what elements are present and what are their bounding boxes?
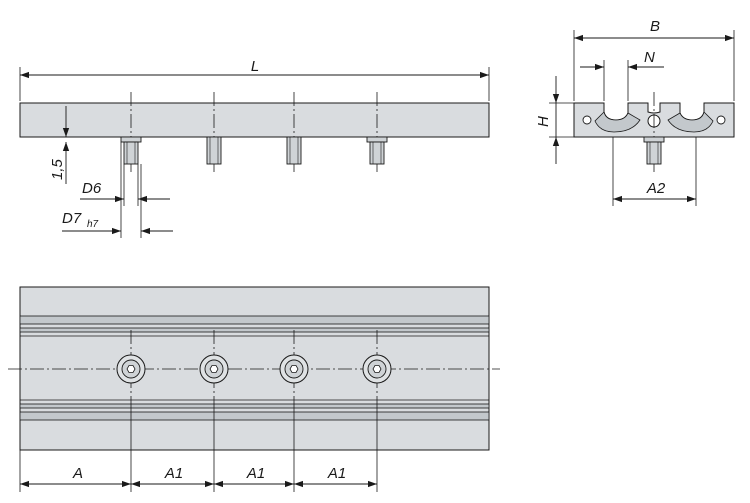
- screw: [120, 136, 142, 165]
- counterbore-hole: [199, 354, 229, 384]
- slot-edge-upper: [19, 327, 490, 333]
- label-A1: A1: [327, 465, 346, 482]
- counterbore-hole: [116, 354, 146, 384]
- slot-edge-lower: [19, 403, 490, 409]
- slot-band-lower: [19, 411, 490, 421]
- label-L: L: [251, 58, 259, 75]
- top-view: A A1 A1 A1: [8, 286, 500, 492]
- label-D6: D6: [82, 180, 102, 197]
- label-B: B: [650, 18, 660, 35]
- section-view: B N H A2: [535, 18, 735, 206]
- rail-top-body: [19, 286, 490, 451]
- screw: [366, 136, 388, 165]
- t-slot-left: [594, 111, 641, 133]
- label-H: H: [535, 116, 552, 127]
- label-D7: D7: [62, 210, 82, 227]
- slot-band-upper: [19, 315, 490, 325]
- screw: [643, 136, 665, 165]
- counterbore-hole: [279, 354, 309, 384]
- screw: [206, 136, 222, 165]
- label-A1: A1: [246, 465, 265, 482]
- label-A2: A2: [646, 180, 666, 197]
- label-A1: A1: [164, 465, 183, 482]
- screw: [286, 136, 302, 165]
- bolt-hole-right: [716, 115, 726, 125]
- side-view: L 1,5 D6 D7 h7: [19, 58, 490, 238]
- label-h7: h7: [87, 219, 99, 230]
- label-N: N: [644, 49, 655, 66]
- rail-side-body: [19, 102, 490, 138]
- bolt-hole-left: [582, 115, 592, 125]
- label-A: A: [72, 465, 83, 482]
- t-slot-right: [667, 111, 714, 133]
- label-1-5: 1,5: [49, 158, 66, 180]
- counterbore-hole: [362, 354, 392, 384]
